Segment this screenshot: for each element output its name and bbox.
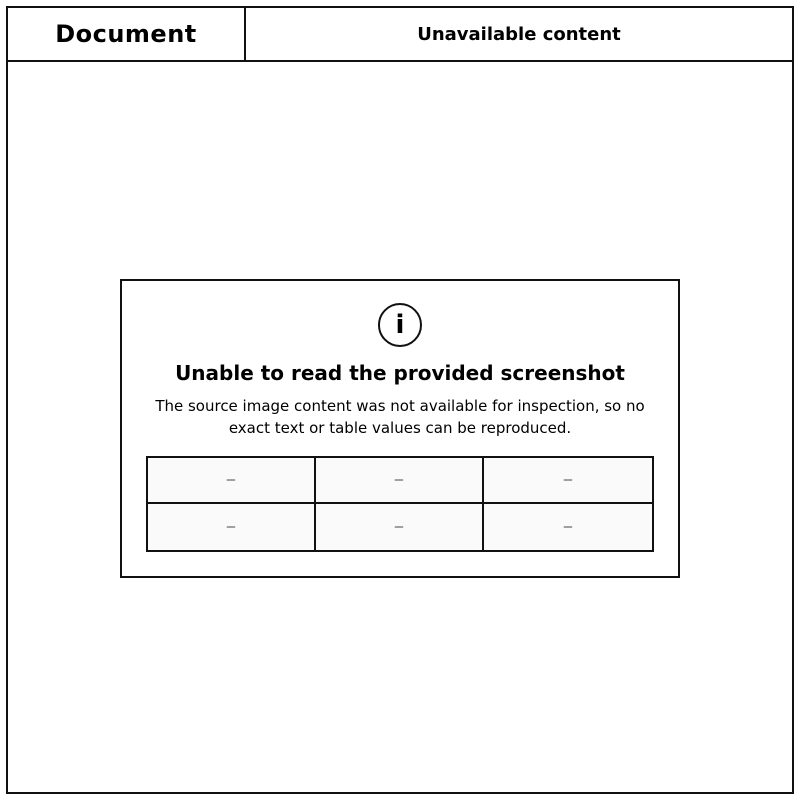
placeholder-cell: — <box>484 503 652 550</box>
document-frame: Document Unavailable content i Unable to… <box>6 6 794 794</box>
notice-title: Unable to read the provided screenshot <box>175 360 625 385</box>
document-brand: Document <box>8 8 246 60</box>
placeholder-grid: — — — — — — <box>146 455 654 552</box>
unavailable-notice: i Unable to read the provided screenshot… <box>120 278 680 578</box>
document-body: i Unable to read the provided screenshot… <box>8 64 792 792</box>
placeholder-cell: — <box>148 503 316 550</box>
placeholder-cell: — <box>484 457 652 504</box>
document-header: Document Unavailable content <box>8 8 792 62</box>
info-icon: i <box>378 302 422 347</box>
placeholder-cell: — <box>148 457 316 504</box>
document-title: Unavailable content <box>417 23 621 45</box>
notice-text: The source image content was not availab… <box>155 396 645 438</box>
placeholder-cell: — <box>316 503 484 550</box>
placeholder-cell: — <box>316 457 484 504</box>
